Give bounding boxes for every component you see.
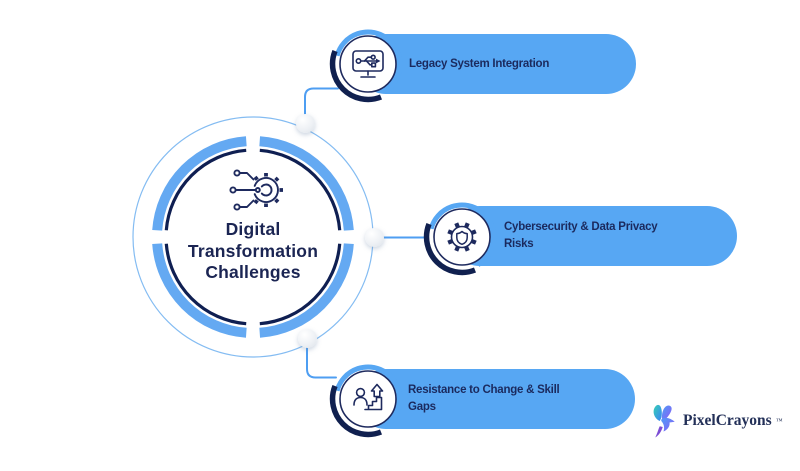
challenge-label: Resistance to Change & Skill Gaps	[408, 384, 560, 413]
connector-bottom	[306, 337, 337, 379]
digital-transformation-gear-circuit-icon	[229, 169, 283, 211]
hummingbird-logo-icon	[653, 404, 675, 438]
blue-ring-segments	[152, 136, 354, 338]
legacy-system-monitor-usb-icon	[329, 29, 403, 103]
brand-name: PixelCrayons	[683, 412, 772, 429]
challenge-label: Cybersecurity & Data Privacy Risks	[504, 221, 658, 250]
challenge-label: Legacy System Integration	[409, 57, 550, 70]
connector-node-top	[295, 113, 315, 133]
trademark-mark: ™	[775, 417, 783, 425]
challenge-pill-cybersecurity: Cybersecurity & Data Privacy Risks	[450, 206, 737, 266]
resistance-person-growth-stairs-icon	[329, 364, 403, 438]
challenge-pill-legacy: Legacy System Integration	[356, 34, 636, 94]
diagram-title: Digital Transformation Challenges	[187, 219, 319, 282]
connector-node-middle	[364, 228, 384, 247]
cybersecurity-gear-shield-icon	[423, 201, 497, 275]
navy-ring-segments	[164, 148, 342, 326]
connector-node-bottom	[297, 328, 317, 348]
connector-top	[304, 87, 339, 124]
